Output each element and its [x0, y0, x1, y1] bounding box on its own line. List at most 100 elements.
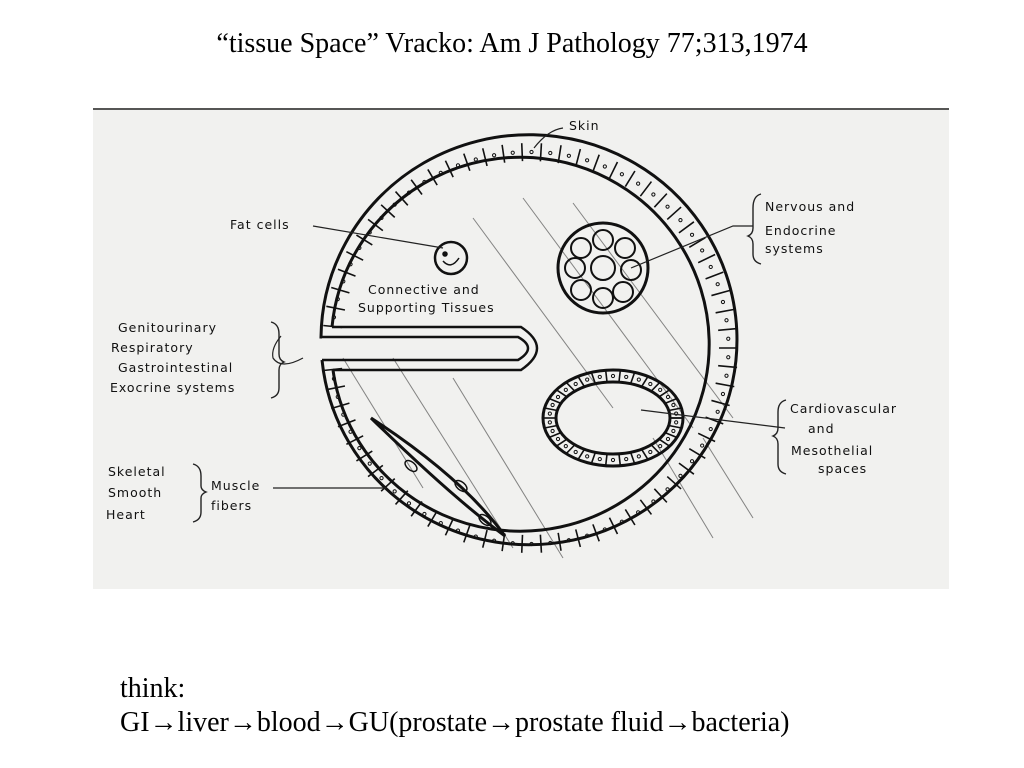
cell-nucleus — [636, 510, 641, 515]
cell-nucleus — [585, 158, 590, 163]
cell-wall — [427, 510, 438, 527]
cell-nucleus — [379, 475, 384, 481]
cell-wall — [574, 529, 582, 548]
label-muscle-1: Muscle — [211, 478, 260, 493]
cell-wall — [394, 490, 409, 505]
cell-nucleus — [665, 436, 671, 442]
label-fat-cells: Fat cells — [230, 217, 290, 232]
cell-wall — [718, 327, 738, 332]
cell-wall — [548, 397, 562, 405]
cell-nucleus — [348, 262, 353, 267]
cell-wall — [463, 525, 471, 543]
cell-wall — [346, 435, 364, 446]
cell-wall — [337, 268, 356, 277]
cell-wall — [640, 448, 649, 460]
cell-nucleus — [563, 444, 568, 449]
cell-nucleus — [331, 376, 337, 381]
tissue-space-diagram: Skin Fat cells Connective and Supporting… — [93, 108, 949, 589]
cell-wall — [380, 478, 396, 492]
cell-nucleus — [573, 449, 578, 455]
cell-nucleus — [585, 377, 590, 382]
cell-nucleus — [438, 170, 443, 176]
cell-nucleus — [510, 541, 515, 546]
cell-nucleus — [708, 426, 713, 432]
cell-nucleus — [651, 192, 656, 197]
cell-nucleus — [636, 454, 641, 459]
cell-wall — [640, 376, 649, 388]
cell-wall — [608, 517, 619, 535]
cell-nucleus — [392, 202, 397, 207]
cell-wall — [555, 389, 568, 398]
cell-nucleus — [585, 533, 590, 538]
cell-nucleus — [555, 436, 561, 442]
cell-wall — [688, 447, 706, 460]
cell-wall — [481, 529, 488, 548]
cell-wall — [715, 308, 735, 314]
cell-nucleus — [689, 459, 695, 464]
cell-nucleus — [619, 172, 624, 177]
cell-wall — [577, 448, 586, 460]
cell-nucleus — [566, 153, 571, 158]
cell-nucleus — [422, 179, 427, 185]
cell-wall — [548, 431, 562, 439]
cell-wall — [444, 160, 454, 178]
cell-nucleus — [602, 164, 607, 169]
cell-nucleus — [724, 318, 729, 323]
cell-wall — [337, 419, 356, 428]
cell-nucleus — [392, 489, 397, 494]
cell-nucleus — [597, 374, 602, 380]
cell-nucleus — [689, 232, 695, 237]
cell-wall — [481, 148, 488, 167]
cell-nucleus — [455, 528, 461, 533]
label-cardio-2: and — [808, 421, 835, 436]
cell-nucleus — [550, 402, 555, 408]
label-nervous-1: Nervous and — [765, 199, 855, 214]
cell-nucleus — [724, 373, 729, 378]
cell-wall — [653, 488, 668, 503]
label-muscle-2: fibers — [211, 498, 252, 513]
cell-wall — [356, 450, 373, 462]
label-organ-4: Exocrine systems — [110, 380, 235, 395]
cell-wall — [668, 407, 682, 412]
cell-nucleus — [674, 420, 679, 425]
cell-wall — [410, 500, 423, 517]
cell-wall — [326, 385, 346, 391]
cell-nucleus — [473, 534, 478, 539]
cell-wall — [624, 170, 636, 187]
cell-nucleus — [726, 336, 731, 341]
label-connective-1: Connective and — [368, 282, 480, 297]
label-cardio-1: Cardiovascular — [790, 401, 897, 416]
cell-nucleus — [720, 391, 726, 397]
cell-wall — [639, 181, 653, 197]
cell-wall — [664, 397, 678, 405]
cell-nucleus — [665, 204, 670, 209]
cell-nucleus — [636, 377, 641, 382]
cell-nucleus — [636, 181, 641, 186]
cell-wall — [592, 154, 600, 172]
cell-nucleus — [610, 457, 616, 463]
cell-wall — [501, 144, 506, 163]
cell-nucleus — [357, 446, 362, 451]
cell-wall — [323, 324, 343, 329]
cell-nucleus — [529, 541, 534, 547]
cell-wall — [629, 451, 636, 464]
cell-wall — [557, 145, 562, 164]
label-organ-3: Gastrointestinal — [118, 360, 233, 375]
label-organ-1: Genitourinary — [118, 320, 217, 335]
cell-nucleus — [585, 454, 590, 459]
cell-nucleus — [602, 527, 607, 532]
notes: think: GI→liver→blood→GU(prostate→prosta… — [120, 672, 789, 740]
label-cardio-3: Mesothelial — [791, 443, 873, 458]
cell-wall — [326, 305, 346, 311]
cell-wall — [520, 534, 524, 553]
cell-wall — [544, 424, 558, 429]
cell-wall — [555, 438, 568, 447]
cell-nucleus — [619, 519, 624, 524]
cell-nucleus — [331, 315, 337, 320]
cell-wall — [697, 253, 716, 264]
cell-wall — [664, 431, 678, 439]
cell-nucleus — [648, 449, 653, 455]
cell-nucleus — [678, 473, 683, 478]
cell-nucleus — [379, 215, 384, 221]
cell-wall — [590, 451, 597, 464]
